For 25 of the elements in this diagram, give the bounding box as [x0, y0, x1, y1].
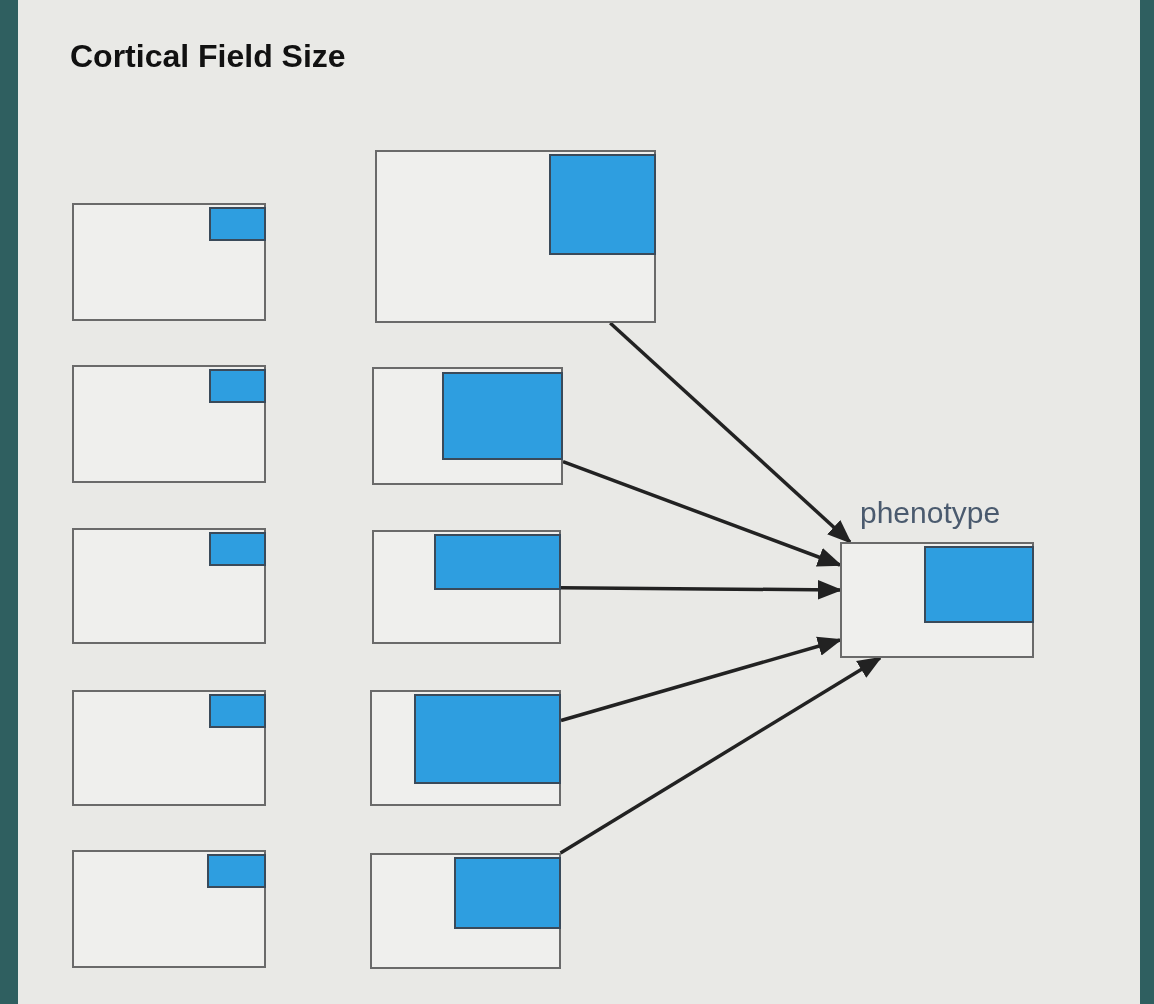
field-box — [375, 150, 656, 323]
field-box — [370, 690, 561, 806]
field-box — [72, 690, 266, 806]
field-area — [549, 154, 656, 255]
field-area — [209, 207, 266, 241]
field-box — [72, 365, 266, 483]
field-area — [209, 369, 266, 403]
field-area — [414, 694, 561, 784]
field-box — [72, 850, 266, 968]
arrow — [559, 656, 883, 855]
box-heading: phenotype — [860, 496, 1001, 530]
field-area — [454, 857, 561, 929]
field-area — [434, 534, 561, 590]
field-area — [442, 372, 563, 460]
field-box — [372, 367, 563, 485]
field-box — [72, 203, 266, 321]
field-area — [207, 854, 266, 888]
field-box — [372, 530, 561, 644]
field-box — [72, 528, 266, 644]
field-area — [924, 546, 1034, 623]
field-area — [209, 694, 266, 728]
field-box — [370, 853, 561, 969]
title: Cortical Field Size — [70, 38, 346, 75]
field-area — [209, 532, 266, 566]
arrow — [609, 321, 852, 544]
